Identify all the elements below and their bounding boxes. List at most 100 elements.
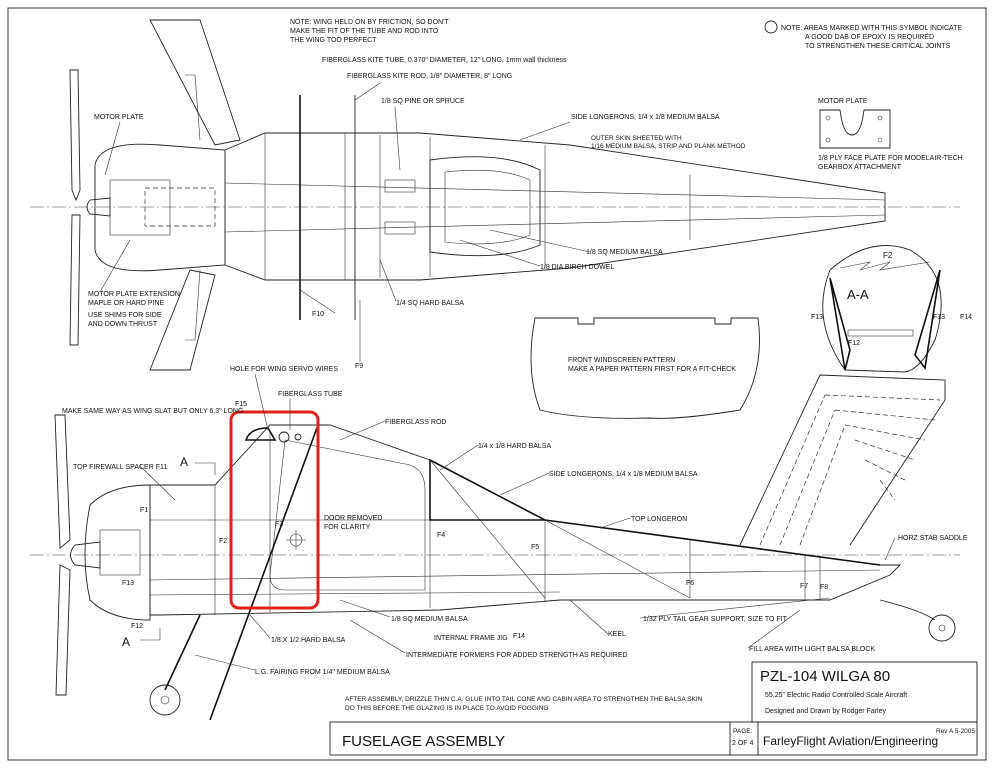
top-motor-dash <box>144 187 216 227</box>
company-name: FarleyFlight Aviation/Engineering <box>763 734 938 748</box>
label-f13-side: F13 <box>122 580 134 587</box>
label-kite-tube: FIBERGLASS KITE TUBE, 0.370" DIAMETER, 1… <box>322 57 567 64</box>
label-a-upper: A <box>180 455 188 469</box>
top-longeron <box>544 519 881 566</box>
section-f14: F14 <box>960 314 972 321</box>
tail-wheel <box>928 614 956 642</box>
note-wing-1: NOTE: WING HELD ON BY FRICTION, SO DON'T <box>290 19 449 26</box>
motor-plate-shape <box>819 109 891 149</box>
label-outer-skin-2: 1/16 MEDIUM BALSA, STRIP AND PLANK METHO… <box>591 143 746 150</box>
label-slat: MAKE SAME WAY AS WING SLAT BUT ONLY 6.3"… <box>62 408 243 415</box>
side-stab-ribs <box>759 394 941 546</box>
main-wheel <box>149 684 181 716</box>
label-f6: F6 <box>686 580 694 587</box>
label-f14-side: F14 <box>513 633 525 640</box>
side-vertical-stab <box>739 374 946 546</box>
note-wing-2: MAKE THE FIT OF THE TUBE AND ROD INTO <box>290 28 439 35</box>
page-label: PAGE: <box>733 728 753 735</box>
fiberglass-tube-hole <box>278 431 290 443</box>
fiberglass-rod-hole <box>294 433 302 441</box>
note-bottom-2: DO THIS BEFORE THE GLAZING IS IN PLACE T… <box>345 705 548 712</box>
section-f13-right: F13 <box>933 314 945 321</box>
label-fg-tube: FIBERGLASS TUBE <box>278 391 343 398</box>
note-epoxy-1: NOTE: AREAS MARKED WITH THIS SYMBOL INDI… <box>781 25 962 32</box>
label-firewall: TOP FIREWALL SPACER F11 <box>73 464 167 471</box>
label-door-1: DOOR REMOVED <box>324 515 382 522</box>
label-f8: F8 <box>820 584 828 591</box>
top-upper-strut <box>149 19 241 146</box>
label-keel: KEEL <box>608 631 626 638</box>
section-aa-outline <box>822 245 942 373</box>
top-view: NOTE: WING HELD ON BY FRICTION, SO DON'T… <box>30 19 960 371</box>
label-outer-skin-1: OUTER SKIN SHEETED WITH <box>591 135 682 142</box>
label-sq-balsa-top: 1/8 SQ MEDIUM BALSA <box>586 249 663 256</box>
note-wing-3: THE WING TOO PERFECT <box>290 37 377 44</box>
motor-plate-caption-2: GEARBOX ATTACHMENT <box>818 164 902 171</box>
top-motor-box <box>109 179 171 236</box>
label-hard-balsa-top: 1/4 SQ HARD BALSA <box>396 300 464 307</box>
label-f12-side: F12 <box>131 623 143 630</box>
wing-slat-piece <box>244 427 277 441</box>
section-aa: F2 A-A F13 F13 F14 F12 <box>811 245 972 373</box>
label-sq-medium: 1/8 SQ MEDIUM BALSA <box>391 616 468 623</box>
label-dowel: 1/8 DIA BIRCH DOWEL <box>540 264 614 271</box>
label-a-lower: A <box>122 635 130 649</box>
label-formers: INTERMEDIATE FORMERS FOR ADDED STRENGTH … <box>406 652 628 659</box>
label-f10: F10 <box>312 311 324 318</box>
label-servo-wires: HOLE FOR WING SERVO WIRES <box>230 366 338 373</box>
label-fg-rod: FIBERGLASS ROD <box>385 419 446 426</box>
label-f4: F4 <box>437 532 445 539</box>
note-bottom-1: AFTER ASSEMBLY, DRIZZLE THIN C.A. GLUE I… <box>345 696 703 703</box>
motor-plate-title: MOTOR PLATE <box>818 98 868 105</box>
label-hard-balsa-18: 1/8 X 1/2 HARD BALSA <box>271 637 346 644</box>
top-spinner <box>86 197 111 217</box>
label-side-longerons-top: SIDE LONGERONS, 1/4 x 1/8 MEDIUM BALSA <box>571 114 720 121</box>
label-f2: F2 <box>219 538 227 545</box>
windscreen-pattern: FRONT WINDSCREEN PATTERN MAKE A PAPER PA… <box>530 317 760 419</box>
sheet-border <box>7 7 987 761</box>
top-formers <box>264 133 691 280</box>
windscreen-text-1: FRONT WINDSCREEN PATTERN <box>568 357 675 364</box>
label-f15: F15 <box>235 401 247 408</box>
side-spinner <box>70 541 101 569</box>
label-f3: F3 <box>275 521 283 528</box>
title-designer: Designed and Drawn by Rodger Farley <box>765 708 887 715</box>
label-frame-jig: INTERNAL FRAME JIG <box>434 635 508 642</box>
top-lower-strut <box>149 269 216 371</box>
side-cowl <box>84 484 151 621</box>
section-f2: F2 <box>883 251 893 260</box>
windscreen-text-2: MAKE A PAPER PATTERN FIRST FOR A FIT-CHE… <box>568 366 736 373</box>
label-lg-fairing: L.G. FAIRING FROM 1/4" MEDIUM BALSA <box>255 669 390 676</box>
section-f12: F12 <box>848 340 860 347</box>
landing-gear-leg <box>164 614 201 691</box>
title-block: PZL-104 WILGA 80 55.25" Electric Radio C… <box>329 661 978 756</box>
highlight-box <box>229 410 320 610</box>
label-motor-plate: MOTOR PLATE <box>94 114 144 121</box>
note-epoxy-2: A GOOD DAB OF EPOXY IS REQUIRED <box>805 34 934 41</box>
top-fuselage-outline <box>224 132 886 281</box>
revision: Rev A 5-2005 <box>936 728 975 735</box>
side-propeller <box>54 414 71 696</box>
label-horz-stab: HORZ STAB SADDLE <box>898 535 968 542</box>
sheet-title: FUSELAGE ASSEMBLY <box>342 733 505 750</box>
top-leader-lines <box>99 82 591 362</box>
top-propeller <box>69 69 81 346</box>
note-epoxy-3: TO STRENGTHEN THESE CRITICAL JOINTS <box>805 43 951 50</box>
label-f9: F9 <box>355 363 363 370</box>
label-shims-1: USE SHIMS FOR SIDE <box>88 312 162 319</box>
side-formers <box>214 430 821 615</box>
label-side-longerons-side: SIDE LONGERONS, 1/4 x 1/8 MEDIUM BALSA <box>549 471 698 478</box>
side-door-outline <box>269 439 426 591</box>
section-aa-title: A-A <box>847 287 869 302</box>
label-shims-2: AND DOWN THRUST <box>88 321 158 328</box>
label-f7: F7 <box>800 583 808 590</box>
label-f1: F1 <box>140 507 148 514</box>
label-door-2: FOR CLARITY <box>324 524 371 531</box>
label-f5: F5 <box>531 544 539 551</box>
side-main-strut <box>209 424 319 721</box>
motor-plate-detail: MOTOR PLATE 1/8 PLY FACE PLATE FOR MODEL… <box>818 98 963 171</box>
label-sq-pine: 1/8 SQ PINE OR SPRUCE <box>381 98 465 105</box>
label-hard-balsa-side: 1/4 x 1/8 HARD BALSA <box>478 443 551 450</box>
